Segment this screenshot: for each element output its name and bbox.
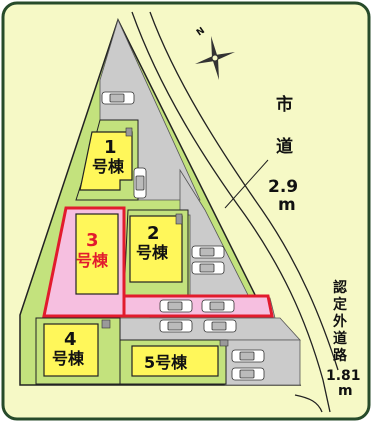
car-icon [101,91,135,105]
car-icon [159,319,193,333]
city-road-label-1: 市 [276,94,293,115]
lot-3-highlighted: 3 号棟 [42,206,274,318]
certified-road-label-3: 外 [333,313,347,330]
lot-5-building [131,345,219,377]
lot-2: 2 号棟 [123,209,189,296]
city-road-label-2: 道 [276,136,293,157]
city-road-width-arrow [224,159,269,209]
certified-road-label-5: 路 [333,347,348,364]
lot-4-building [43,323,99,377]
certified-road-label-1: 認 [333,279,347,296]
certified-road-width-unit: m [338,383,353,399]
lot-4-suffix: 号棟 [52,349,85,368]
city-road-width-value: 2.9 [268,177,298,197]
lot-1-suffix: 号棟 [92,157,125,176]
lot-5-label: 5号棟 [144,353,188,372]
certified-road-label-4: 道 [333,330,347,347]
lot-4: 4 号棟 [35,317,121,385]
car-icon [231,367,265,381]
car-icon [191,261,225,275]
car-icon [203,319,237,333]
lot-1: 1 号棟 [75,119,139,201]
entry-marks [101,127,229,347]
car-icon [191,245,225,259]
lot-2-suffix: 号棟 [136,243,169,262]
car-icon [201,299,235,313]
certified-road-width-value: 1.81 [326,368,361,384]
parking-car-icons [101,91,265,381]
lot-3-number: 3 [86,230,99,251]
road-lines [131,11,339,413]
lot-2-number: 2 [147,223,160,244]
lot-3-suffix: 号棟 [76,251,109,270]
lot-2-building [129,215,183,283]
lot-3-building [75,213,119,295]
compass-north-label: N [195,26,207,39]
lot-1-number: 1 [104,137,117,158]
lot-5: 5号棟 [119,339,227,385]
city-road-width-unit: m [278,195,296,215]
lot-4-number: 4 [64,329,77,350]
car-icon [231,349,265,363]
certified-road-label-2: 定 [333,296,347,313]
car-icon [133,167,147,199]
car-icon [159,299,193,313]
